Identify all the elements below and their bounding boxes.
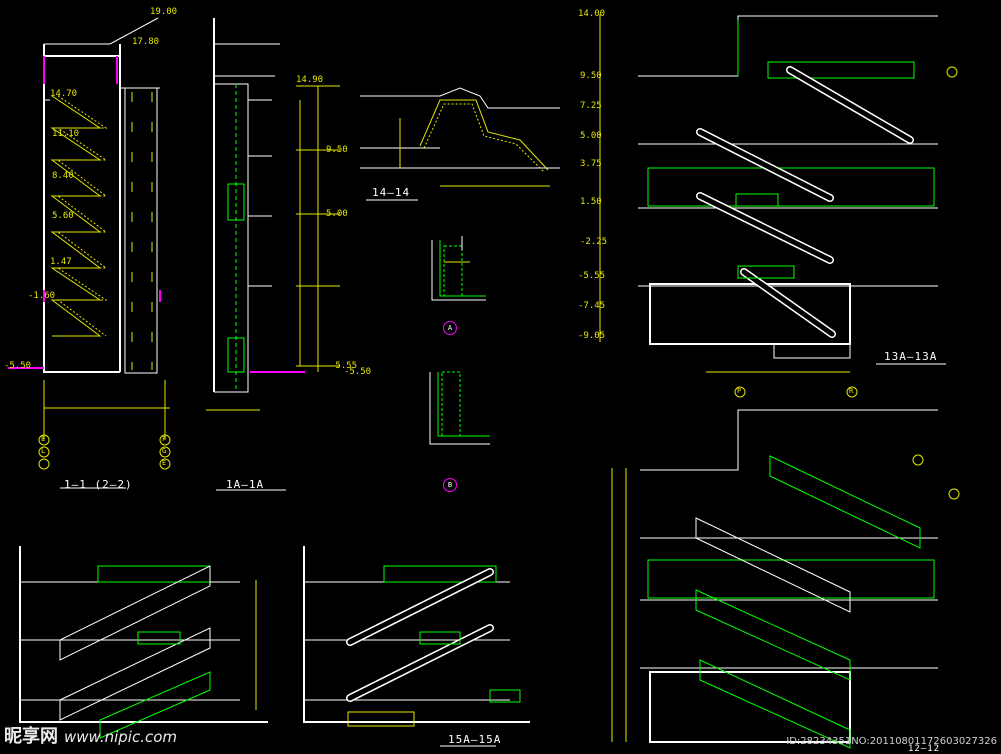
section-title-12: 12—12 [908,744,941,754]
mid-dimension-column [296,85,340,372]
section-15a-drawing [303,546,530,747]
elevation-label: 9.50 [580,71,602,81]
watermark-brand: 昵享网 www.nipic.com [4,722,177,748]
elevation-label: -5.50 [4,361,32,371]
elevation-label: 17.80 [132,37,160,47]
axis-label: G [162,447,167,455]
bottom-left-section-drawing [19,546,268,739]
elevation-label: 9.50 [326,145,348,155]
elevation-label: -5.55 [578,271,606,281]
section-1-1-drawing [8,17,171,489]
elevation-label: -5.55 [330,361,358,371]
elevation-label: 14.70 [50,89,78,99]
axis-label: E [41,435,46,443]
section-title-1a: 1A—1A [226,478,265,491]
elevation-label: 1.50 [580,197,602,207]
detail-bubble-a: A [443,321,457,335]
detail-bubble-b: B [443,478,457,492]
section-title-15a: 15A—15A [448,733,502,746]
axis-label: L [41,447,46,455]
watermark-url: www.nipic.com [64,728,178,746]
elevation-label: 5.00 [326,209,348,219]
axis-label: R [849,387,854,395]
elevation-label: -9.05 [578,331,606,341]
detail-a-drawing [431,236,486,301]
section-title-14: 14—14 [372,186,411,199]
section-title-13a: 13A—13A [884,350,938,363]
elevation-label: -2.25 [580,237,608,247]
section-title-1-1: 1—1 (2—2) [64,478,133,491]
detail-b-drawing [429,371,490,445]
watermark-brand-text: 昵享网 [4,726,58,747]
elevation-label: 14.00 [578,9,606,19]
elevation-label: 5.00 [580,131,602,141]
elevation-label: 19.00 [150,7,178,17]
section-13a-drawing [599,14,958,398]
section-12-drawing [611,409,960,749]
elevation-label: 1.47 [50,257,72,267]
section-1a-drawing [206,18,305,491]
axis-label: P [737,387,742,395]
elevation-label: 8.40 [52,171,74,181]
axis-label: F [162,435,167,443]
elevation-label: -7.45 [578,301,606,311]
elevation-label: -5.50 [344,367,372,377]
elevation-label: 14.90 [296,75,324,85]
section-14-drawing [360,87,560,201]
elevation-label: 7.25 [580,101,602,111]
elevation-label: -1.60 [28,291,56,301]
watermark-id: ID:28234351NO:20110801172603027326 [786,736,997,747]
axis-label: E [162,459,167,467]
elevation-label: 5.60 [52,211,74,221]
elevation-label: 3.75 [580,159,602,169]
elevation-label: 11.10 [52,129,80,139]
